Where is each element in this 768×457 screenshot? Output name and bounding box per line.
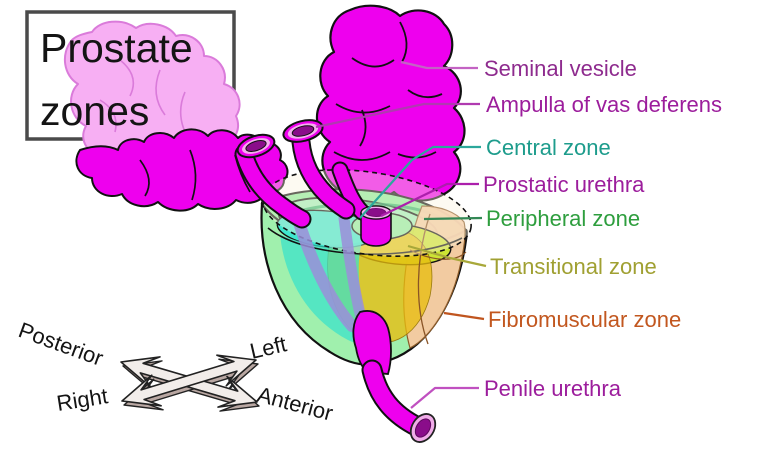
compass-label-anterior: Anterior xyxy=(255,382,336,426)
vas-deferens-right xyxy=(282,119,356,220)
leader-peripheral-zone xyxy=(423,216,483,221)
label-fibromuscular-zone: Fibromuscular zone xyxy=(488,307,681,332)
vas-opening-left xyxy=(245,140,267,152)
vas-deferens-left xyxy=(234,133,312,229)
labels: Seminal vesicle Ampulla of vas deferens … xyxy=(483,56,722,401)
compass-label-posterior: Posterior xyxy=(15,317,106,371)
fibromuscular-boundary xyxy=(417,213,431,345)
compass-label-left: Left xyxy=(248,331,289,364)
leader-ampulla xyxy=(315,102,480,129)
leader-penile-urethra xyxy=(410,386,479,409)
front-inner-rim xyxy=(267,227,463,255)
label-transitional-zone: Transitional zone xyxy=(490,254,657,279)
zone-boundary-curve xyxy=(409,249,467,260)
leader-central-zone xyxy=(359,145,481,219)
leader-fibromuscular-zone xyxy=(443,311,485,321)
label-penile-urethra: Penile urethra xyxy=(484,376,622,401)
compass-rose: Posterior Left Right Anterior xyxy=(15,317,335,426)
label-central-zone: Central zone xyxy=(486,135,611,160)
vesicle-duct xyxy=(333,163,369,219)
label-peripheral-zone: Peripheral zone xyxy=(486,206,640,231)
left-ampulla xyxy=(75,128,289,212)
leader-lines xyxy=(315,60,487,409)
right-seminal-vesicle xyxy=(315,4,466,202)
title-line2: zones xyxy=(40,88,149,134)
compass-arrow-right-left xyxy=(121,354,257,407)
leader-prostatic-urethra xyxy=(380,182,479,217)
leader-transitional-zone xyxy=(407,244,487,268)
vas-opening-right xyxy=(291,125,315,137)
label-prostatic-urethra: Prostatic urethra xyxy=(483,172,645,197)
label-seminal-vesicle: Seminal vesicle xyxy=(484,56,637,81)
title-line1: Prostate xyxy=(40,25,193,71)
leader-seminal-vesicle xyxy=(400,60,478,70)
compass-label-right: Right xyxy=(55,383,110,416)
label-ampulla: Ampulla of vas deferens xyxy=(486,92,722,117)
urethra xyxy=(352,310,437,443)
